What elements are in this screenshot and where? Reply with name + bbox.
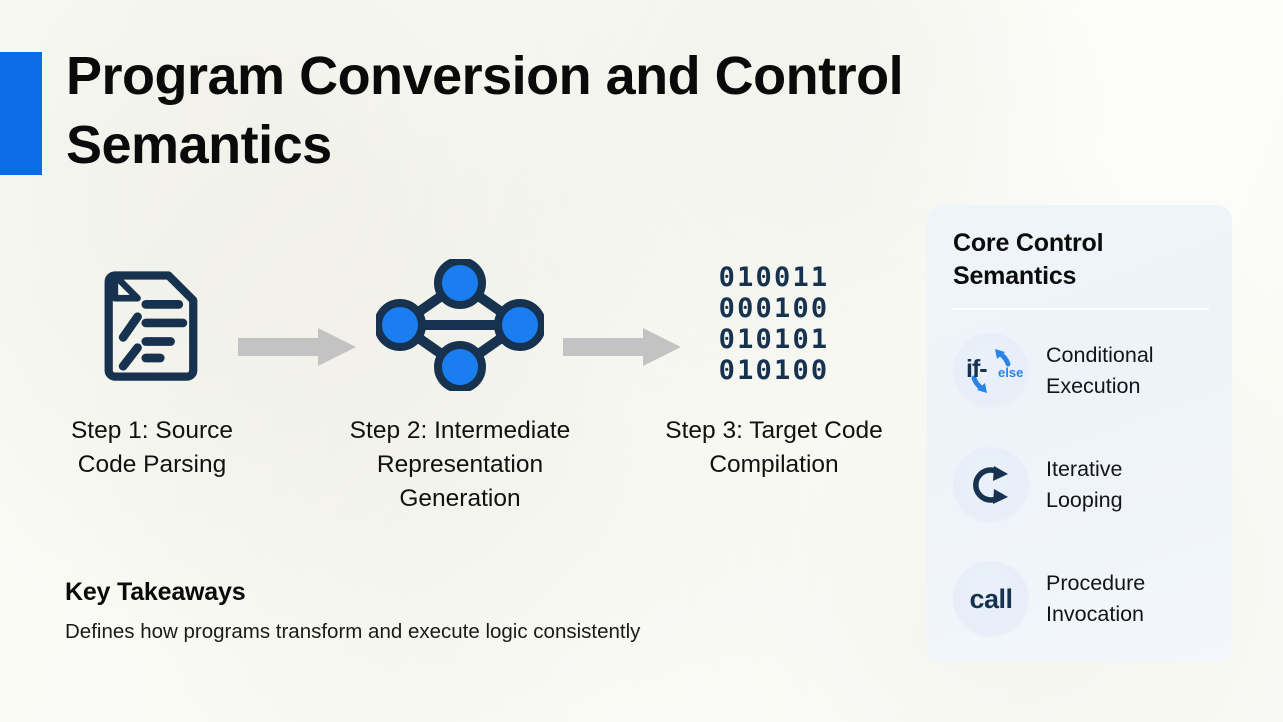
- if-else-cycle-icon: if- else: [953, 333, 1029, 409]
- key-takeaways-body: Defines how programs transform and execu…: [65, 620, 641, 643]
- binary-row: 010011: [718, 262, 830, 294]
- binary-row: 000100: [718, 293, 830, 325]
- binary-code-icon: 010011 000100 010101 010100: [654, 250, 894, 400]
- document-icon: [32, 250, 272, 400]
- if-else-icon-subtext: else: [998, 365, 1024, 380]
- binary-row: 010100: [718, 354, 830, 386]
- flow-step-3: 010011 000100 010101 010100 Step 3: Targ…: [654, 250, 894, 482]
- call-label-icon: call: [953, 561, 1029, 637]
- call-icon-text: call: [969, 583, 1013, 614]
- arrow-right-icon: [563, 328, 681, 366]
- core-control-semantics-panel: Core Control Semantics if- else Conditio…: [927, 205, 1232, 663]
- title-accent-bar: [0, 52, 42, 175]
- key-takeaways-heading: Key Takeaways: [65, 578, 246, 606]
- key-takeaways: Key Takeaways Defines how programs trans…: [65, 578, 825, 644]
- arrow-right-icon: [238, 328, 356, 366]
- page-title: Program Conversion and Control Semantics: [66, 46, 904, 176]
- graph-nodes-icon: [340, 250, 580, 400]
- if-else-icon-text: if-: [966, 355, 988, 383]
- loop-arrows-icon: [953, 447, 1029, 523]
- panel-title: Core Control Semantics: [953, 229, 1104, 291]
- panel-divider: [953, 308, 1209, 310]
- binary-code-block: 010011 000100 010101 010100: [718, 262, 830, 386]
- binary-row: 010101: [718, 324, 830, 355]
